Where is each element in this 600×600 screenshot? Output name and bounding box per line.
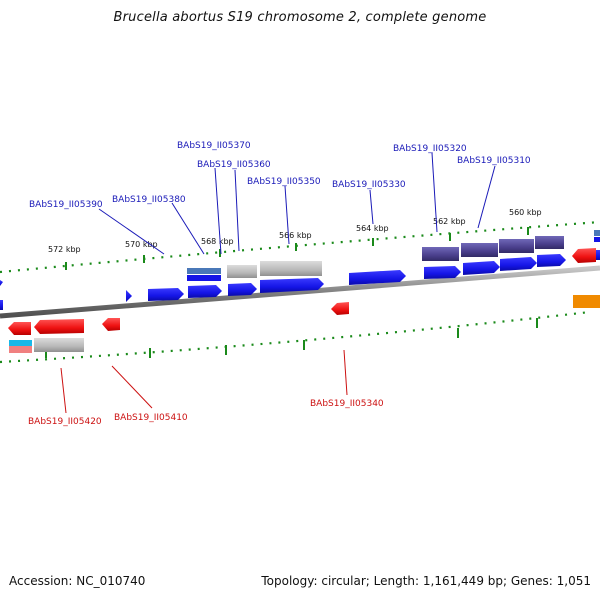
cds-forward-10[interactable] xyxy=(500,257,537,271)
cds-reverse-2[interactable] xyxy=(34,319,84,334)
reverse-cds-group[interactable] xyxy=(8,248,600,353)
cds-forward-2[interactable] xyxy=(126,290,132,302)
cds-forward-3[interactable] xyxy=(148,288,184,301)
gene-label-ii05410[interactable]: BAbS19_II05410 xyxy=(114,413,188,423)
gene-label-ii05330[interactable]: BAbS19_II05330 xyxy=(332,180,406,190)
grey-feature-2[interactable] xyxy=(260,261,322,276)
cds-forward-12[interactable] xyxy=(596,250,600,260)
grey-feature-3[interactable] xyxy=(34,338,84,352)
gene-label-ii05320[interactable]: BAbS19_II05320 xyxy=(393,144,467,154)
gene-label-ii05340[interactable]: BAbS19_II05340 xyxy=(310,399,384,409)
cds-forward-4[interactable] xyxy=(188,285,222,298)
gene-label-ii05310[interactable]: BAbS19_II05310 xyxy=(457,156,531,166)
cds-forward-6[interactable] xyxy=(260,278,324,293)
scale-tick-568: 568 kbp xyxy=(201,237,234,246)
cds-forward-7[interactable] xyxy=(349,270,406,285)
gene-label-ii05370[interactable]: BAbS19_II05370 xyxy=(177,141,251,151)
scale-tick-560: 560 kbp xyxy=(509,208,542,217)
accession-text: Accession: NC_010740 xyxy=(9,574,146,588)
purple-feature-3[interactable] xyxy=(499,239,534,253)
feature-strip-right-b[interactable] xyxy=(594,237,600,242)
scale-tick-564: 564 kbp xyxy=(356,224,389,233)
cds-forward-11[interactable] xyxy=(537,254,566,267)
gene-label-ii05390[interactable]: BAbS19_II05390 xyxy=(29,200,103,210)
cds-reverse-4[interactable] xyxy=(331,302,349,315)
map-title: Brucella abortus S19 chromosome 2, compl… xyxy=(113,10,487,25)
purple-feature-1[interactable] xyxy=(422,247,459,261)
cds-forward-1[interactable] xyxy=(0,280,3,286)
purple-feature-4[interactable] xyxy=(535,236,564,249)
lower-scale-track xyxy=(0,310,591,364)
upper-major-ticks xyxy=(65,227,529,270)
bottom-label-leaders xyxy=(60,349,348,414)
feature-strip-568[interactable] xyxy=(187,268,221,274)
scale-tick-562: 562 kbp xyxy=(433,217,466,226)
gene-label-ii05420[interactable]: BAbS19_II05420 xyxy=(28,417,102,427)
purple-feature-2[interactable] xyxy=(461,243,498,257)
scale-tick-566: 566 kbp xyxy=(279,231,312,240)
genome-summary-text: Topology: circular; Length: 1,161,449 bp… xyxy=(261,574,591,588)
scale-tick-570: 570 kbp xyxy=(125,240,158,249)
cds-forward-13[interactable] xyxy=(0,300,3,310)
gene-label-ii05380[interactable]: BAbS19_II05380 xyxy=(112,195,186,205)
gene-label-ii05360[interactable]: BAbS19_II05360 xyxy=(197,160,271,170)
gene-label-ii05350[interactable]: BAbS19_II05350 xyxy=(247,177,321,187)
scale-tick-572: 572 kbp xyxy=(48,245,81,254)
cds-reverse-1[interactable] xyxy=(8,322,31,335)
top-label-leaders xyxy=(98,152,496,255)
cds-forward-5[interactable] xyxy=(228,283,257,296)
chromosome-backbone xyxy=(0,265,600,319)
feature-strip-right[interactable] xyxy=(594,230,600,236)
feature-strip-568-b[interactable] xyxy=(187,275,221,281)
pink-feature[interactable] xyxy=(9,346,32,353)
grey-feature-group[interactable] xyxy=(34,261,322,352)
cds-forward-8[interactable] xyxy=(424,266,461,279)
cyan-feature[interactable] xyxy=(9,340,32,346)
purple-feature-group[interactable] xyxy=(422,236,564,261)
cds-reverse-5[interactable] xyxy=(572,248,596,263)
cds-reverse-3[interactable] xyxy=(102,318,120,331)
orange-feature[interactable] xyxy=(573,295,600,308)
cds-forward-9[interactable] xyxy=(463,261,500,275)
grey-feature-1[interactable] xyxy=(227,265,257,278)
forward-cds-group[interactable] xyxy=(0,230,600,310)
